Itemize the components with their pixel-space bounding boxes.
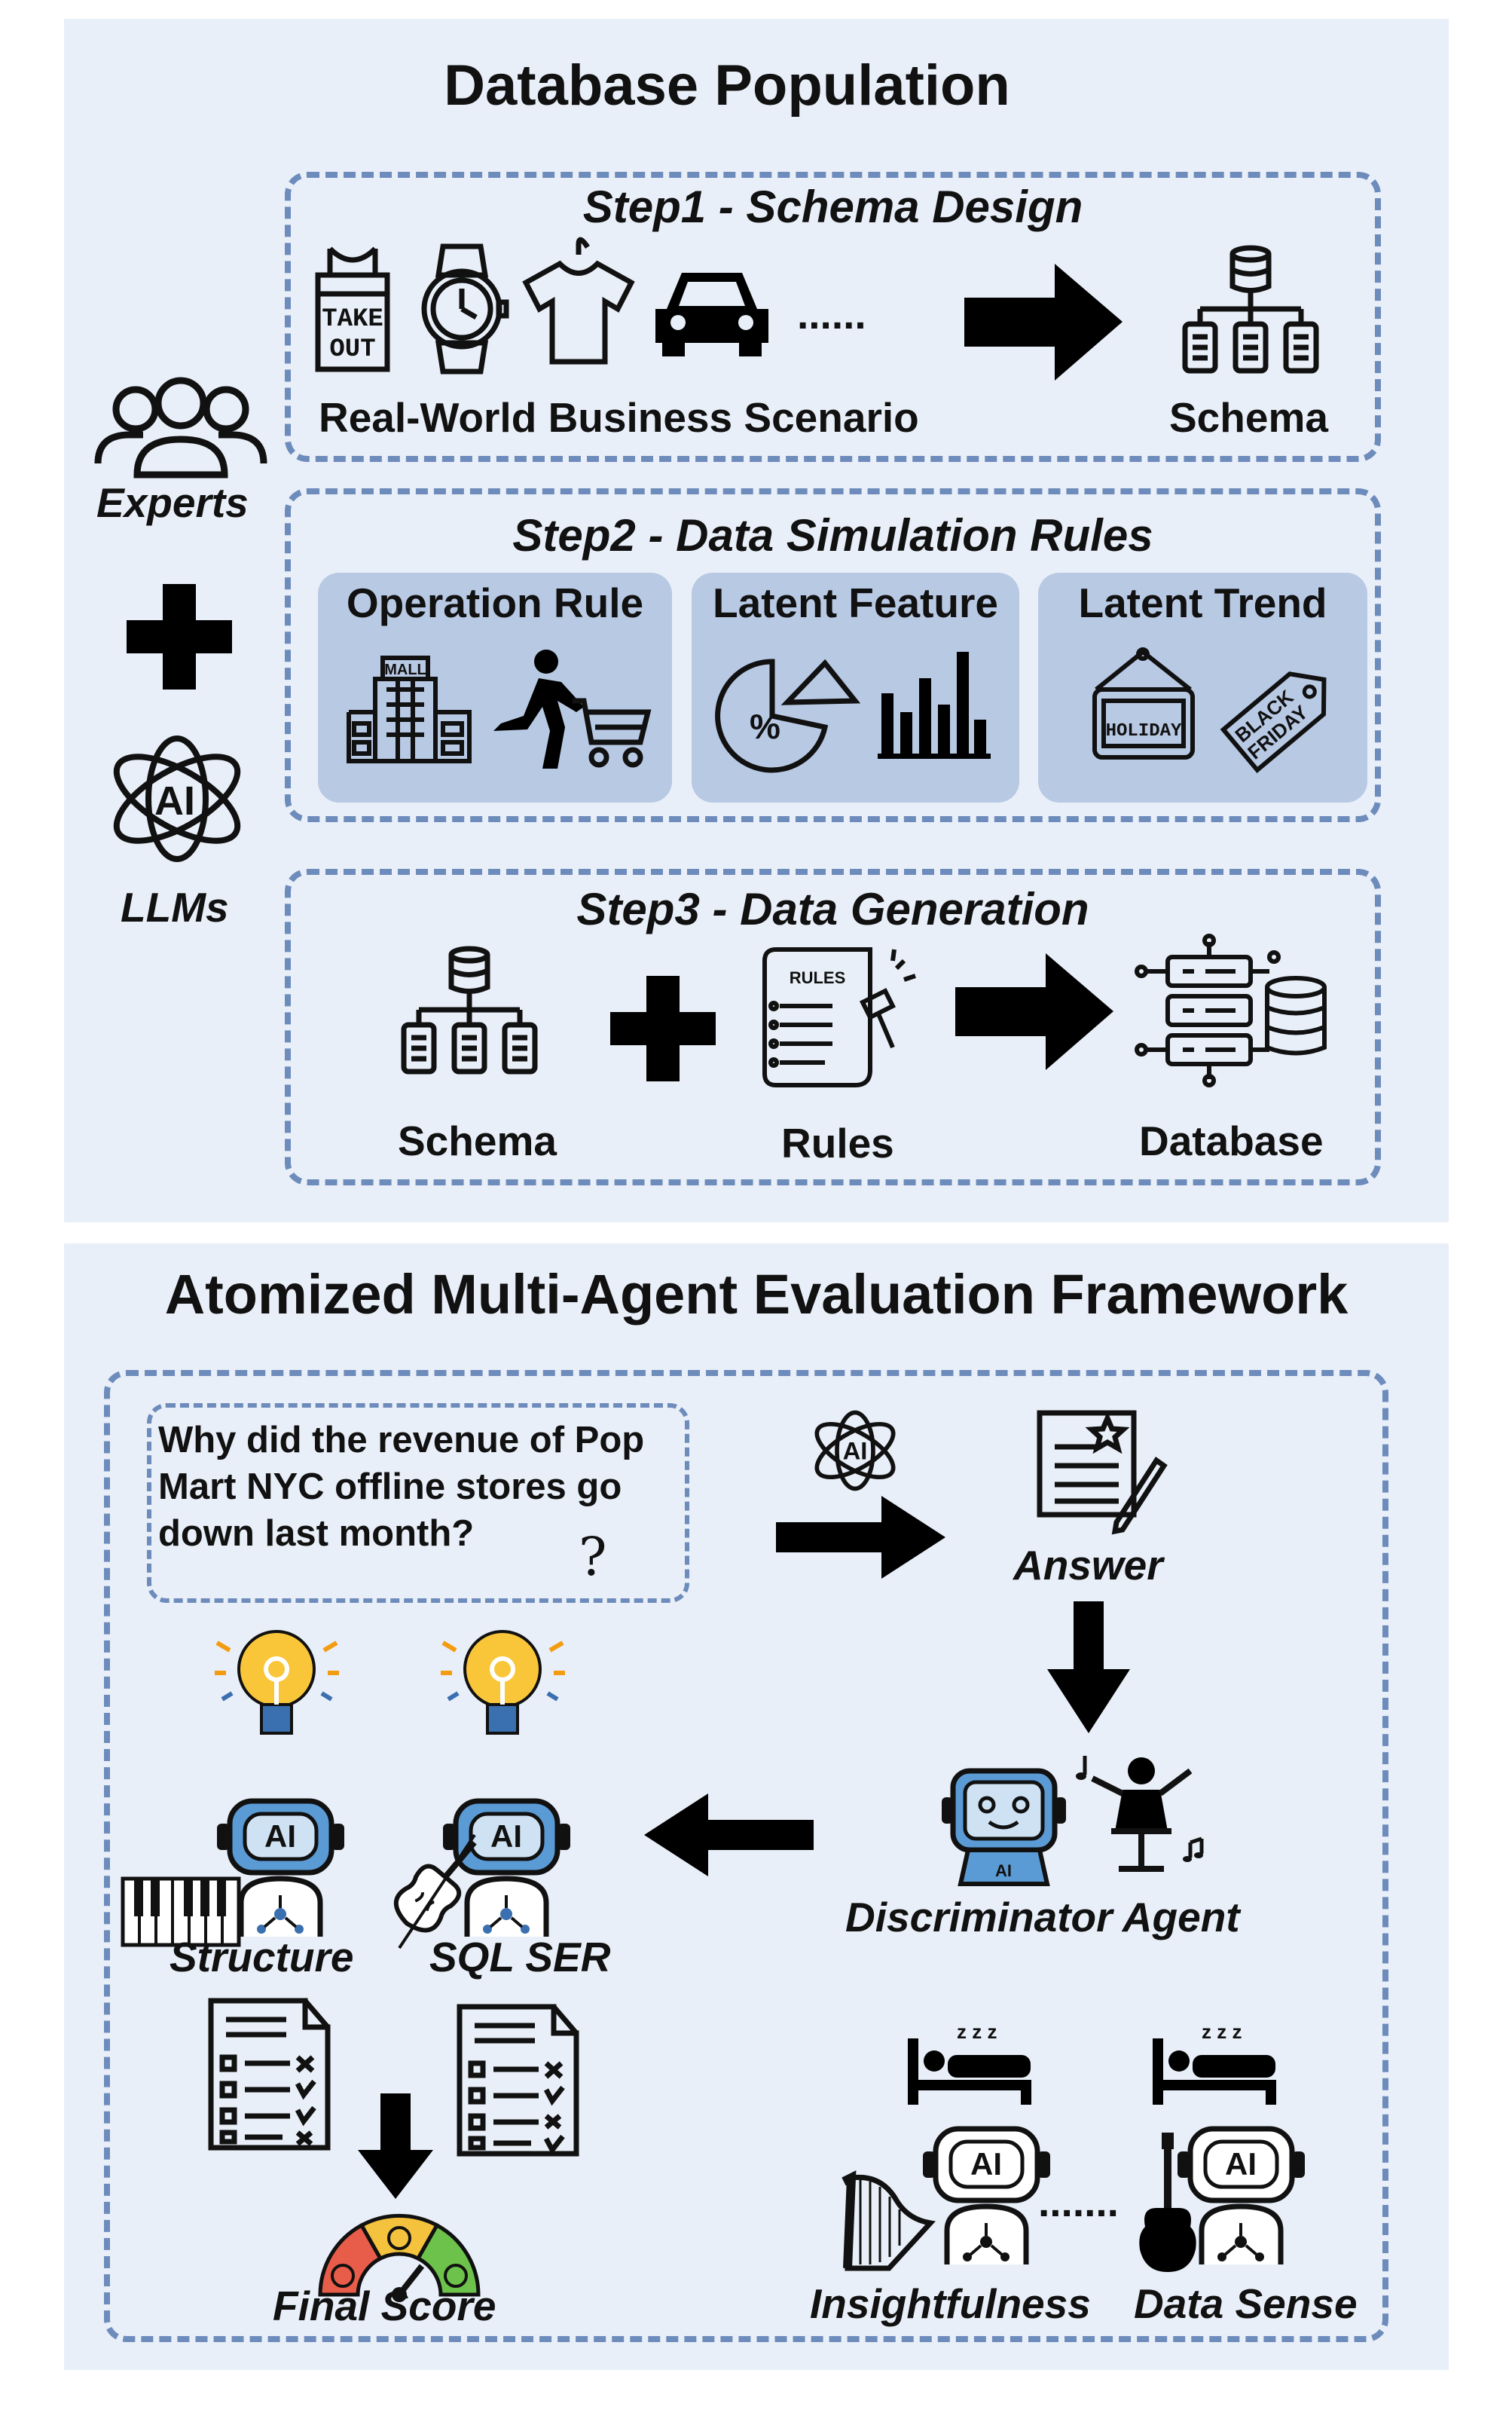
structure-label: Structure bbox=[170, 1934, 354, 1980]
step3-box bbox=[285, 869, 1381, 1185]
plus-icon bbox=[127, 584, 232, 690]
step3-schema-icon bbox=[401, 946, 538, 1075]
final-score-gauge-icon bbox=[318, 2213, 481, 2302]
insightfulness-zzz: z z z bbox=[957, 2020, 997, 2043]
step1-schema-label: Schema bbox=[1169, 394, 1328, 441]
holiday-sign-icon: HOLIDAY bbox=[1092, 647, 1195, 760]
database-population-title: Database Population bbox=[444, 54, 1010, 118]
holiday-text: HOLIDAY bbox=[1106, 721, 1182, 742]
sql-ser-ai-text: AI bbox=[490, 1818, 522, 1854]
question-mark-icon: ? bbox=[579, 1526, 607, 1588]
sql-ser-checklist-icon bbox=[457, 2004, 579, 2157]
insightfulness-label: Insightfulness bbox=[810, 2280, 1091, 2327]
question-box bbox=[147, 1403, 689, 1603]
evaluation-framework-title: Atomized Multi-Agent Evaluation Framewor… bbox=[164, 1263, 1349, 1326]
sql-ser-label: SQL SER bbox=[429, 1934, 611, 1980]
answer-to-discriminator-arrow bbox=[1047, 1601, 1130, 1733]
step3-schema-label: Schema bbox=[398, 1118, 557, 1164]
operation-rule-label: Operation Rule bbox=[346, 579, 644, 626]
database-label: Database bbox=[1139, 1118, 1324, 1164]
guitar-icon bbox=[1139, 2133, 1196, 2272]
bottom-ai-text: AI bbox=[843, 1436, 868, 1464]
rules-label: Rules bbox=[781, 1120, 894, 1167]
takeout-text-2: OUT bbox=[329, 335, 375, 364]
car-icon bbox=[655, 273, 768, 356]
insightfulness-robot-icon: AI bbox=[923, 2126, 1050, 2264]
discriminator-label: Discriminator Agent bbox=[845, 1894, 1240, 1940]
mall-text: MALL bbox=[384, 662, 426, 678]
watch-icon bbox=[421, 243, 509, 375]
schema-icon bbox=[1182, 245, 1319, 374]
experts-label: Experts bbox=[96, 479, 249, 526]
insightfulness-sleep-icon: z z z bbox=[908, 2020, 1031, 2105]
pie-chart-icon: % bbox=[715, 659, 861, 773]
judges-ellipsis: ....... bbox=[1038, 2179, 1119, 2225]
data-sense-robot-icon: AI bbox=[1178, 2126, 1305, 2264]
checklist-to-score-arrow bbox=[358, 2093, 433, 2199]
step1-title: Step1 - Schema Design bbox=[582, 182, 1083, 232]
step1-ellipsis: ...... bbox=[797, 291, 866, 338]
database-icon bbox=[1135, 934, 1327, 1087]
structure-robot-icon: AI bbox=[217, 1798, 344, 1937]
takeout-text-1: TAKE bbox=[322, 305, 383, 334]
question-line-3: down last month? bbox=[158, 1513, 475, 1554]
structure-bulb-icon bbox=[215, 1630, 339, 1735]
takeout-icon: TAKE OUT bbox=[315, 246, 390, 372]
step1-box bbox=[285, 172, 1381, 462]
final-score-label: Final Score bbox=[273, 2283, 496, 2329]
piano-icon bbox=[121, 1876, 241, 1947]
step3-plus-icon bbox=[610, 976, 716, 1081]
question-line-1: Why did the revenue of Pop bbox=[158, 1420, 645, 1460]
experts-icon bbox=[94, 377, 267, 479]
latent-trend-label: Latent Trend bbox=[1078, 579, 1327, 626]
answer-label: Answer bbox=[1013, 1542, 1163, 1589]
discriminator-to-judges-arrow bbox=[644, 1793, 814, 1876]
black-friday-tag-icon: BLACK FRIDAY bbox=[1220, 671, 1327, 774]
discriminator-robot-icon: AI bbox=[942, 1768, 1066, 1886]
data-sense-sleep-icon: z z z bbox=[1153, 2020, 1276, 2105]
llms-label: LLMs bbox=[121, 884, 229, 931]
data-sense-ai-text: AI bbox=[1225, 2146, 1257, 2182]
percent-text: % bbox=[750, 707, 780, 746]
sql-ser-bulb-icon bbox=[441, 1630, 565, 1735]
evaluation-box bbox=[104, 1370, 1388, 2342]
bottom-llm-ai-icon: AI bbox=[814, 1410, 896, 1491]
llm-ai-text: AI bbox=[154, 778, 195, 824]
step2-box bbox=[285, 488, 1381, 822]
structure-checklist-icon bbox=[208, 1998, 331, 2151]
rules-icon: RULES bbox=[762, 947, 916, 1087]
question-to-answer-arrow bbox=[776, 1496, 945, 1579]
data-sense-zzz: z z z bbox=[1202, 2020, 1242, 2043]
sql-ser-robot-icon: AI bbox=[443, 1798, 570, 1937]
llm-ai-icon bbox=[113, 735, 241, 862]
step2-title: Step2 - Data Simulation Rules bbox=[512, 510, 1153, 561]
scenario-label: Real-World Business Scenario bbox=[319, 394, 919, 441]
violin-icon bbox=[393, 1833, 477, 1949]
step1-arrow bbox=[964, 264, 1123, 381]
tshirt-icon bbox=[522, 237, 635, 365]
answer-icon bbox=[1037, 1410, 1168, 1535]
question-line-2: Mart NYC offline stores go bbox=[158, 1466, 622, 1507]
step3-title: Step3 - Data Generation bbox=[576, 884, 1089, 934]
harp-icon bbox=[842, 2170, 936, 2271]
bar-chart-icon bbox=[878, 652, 991, 759]
rules-icon-text: RULES bbox=[790, 968, 846, 987]
structure-ai-text: AI bbox=[264, 1818, 296, 1854]
data-sense-label: Data Sense bbox=[1134, 2280, 1358, 2327]
insightfulness-ai-text: AI bbox=[970, 2146, 1002, 2182]
latent-feature-label: Latent Feature bbox=[713, 579, 998, 626]
discriminator-ai-text: AI bbox=[995, 1861, 1012, 1880]
step3-arrow bbox=[955, 953, 1113, 1070]
shopper-cart-icon bbox=[493, 650, 652, 769]
conductor-icon bbox=[1076, 1756, 1204, 1872]
mall-icon: MALL bbox=[347, 656, 472, 763]
